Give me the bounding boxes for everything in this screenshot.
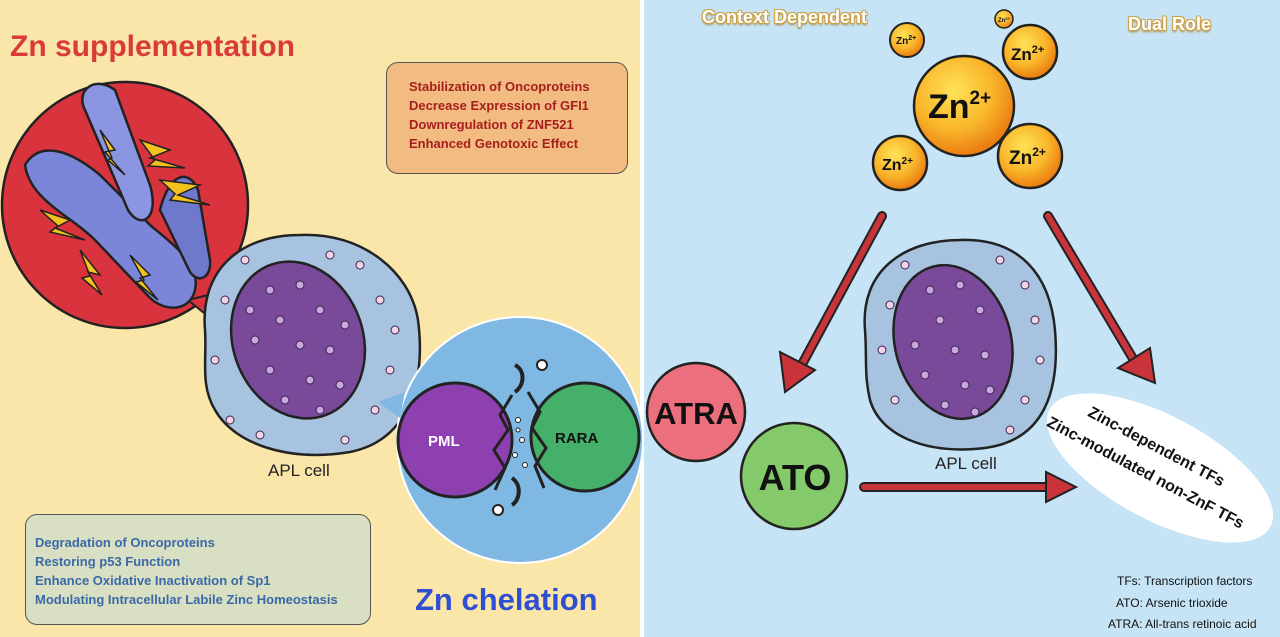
legend-ato: ATO: Arsenic trioxide [1116, 596, 1228, 610]
atra-sphere: ATRA [645, 361, 747, 463]
panel-divider [640, 0, 644, 637]
chelation-effect: Degradation of Oncoproteins [35, 535, 215, 550]
pml-label: PML [428, 433, 460, 450]
supplementation-effect: Decrease Expression of GFI1 [409, 98, 589, 113]
supplementation-effect: Stabilization of Oncoproteins [409, 79, 590, 94]
arrow-zn-to-tfs [1043, 211, 1157, 385]
title-zn-chelation: Zn chelation [415, 582, 598, 617]
chelation-effects-box: Degradation of Oncoproteins Restoring p5… [25, 514, 371, 625]
rara-label: RARA [555, 430, 598, 447]
zn-ion-right-symbol: Zn [1009, 148, 1032, 169]
svg-text:Zn2+: Zn2+ [1009, 145, 1046, 169]
supplementation-effect: Downregulation of ZNF521 [409, 117, 574, 132]
dual-role-title: Dual Role [1128, 14, 1212, 34]
arrow-zn-to-ato [778, 211, 887, 394]
legend-atra: ATRA: All-trans retinoic acid [1108, 617, 1257, 631]
zn-ion-left-charge: 2+ [902, 156, 914, 167]
title-zn-supplementation: Zn supplementation [10, 30, 295, 63]
zinc-ions-cluster: Zn2+ Zn2+ Zn2+ Zn2+ Zn2+ Zn2+ [871, 9, 1064, 192]
damaged-chromosome-illustration [0, 80, 250, 330]
zn-ion-small-symbol: Zn [896, 36, 908, 47]
apl-cell-right [863, 238, 1058, 451]
apl-cell-label-left: APL cell [268, 461, 330, 480]
pml-rara-fusion-illustration: PML RARA [378, 316, 644, 564]
svg-text:Zn2+: Zn2+ [1011, 44, 1044, 64]
chelation-effect: Restoring p53 Function [35, 554, 181, 569]
arrow-ato-to-tfs [859, 470, 1079, 504]
chelation-effect: Modulating Intracellular Labile Zinc Hom… [35, 592, 338, 607]
svg-text:Zn2+: Zn2+ [896, 35, 916, 47]
svg-text:Zn2+: Zn2+ [882, 156, 913, 174]
svg-text:Zn2+: Zn2+ [928, 88, 991, 126]
svg-text:Zn2+: Zn2+ [998, 16, 1011, 24]
zn-ion-left-symbol: Zn [882, 157, 902, 174]
chelation-effect: Enhance Oxidative Inactivation of Sp1 [35, 573, 271, 588]
zn-ion-top-symbol: Zn [1011, 45, 1032, 64]
zn-ion-tiny-charge: 2+ [1005, 16, 1010, 21]
ato-label: ATO [759, 457, 832, 498]
apl-cell-left [203, 233, 422, 456]
supplementation-effect: Enhanced Genotoxic Effect [409, 136, 579, 151]
zn-ion-large-symbol: Zn [928, 88, 970, 126]
legend-tfs: TFs: Transcription factors [1117, 574, 1253, 588]
zn-ion-tiny-symbol: Zn [998, 18, 1006, 24]
apl-cell-label-right: APL cell [935, 454, 997, 473]
context-dependent-title: Context Dependent [702, 7, 868, 27]
ato-sphere: ATO [739, 421, 849, 531]
zn-ion-top-charge: 2+ [1032, 44, 1045, 56]
zn-ion-large-charge: 2+ [970, 88, 992, 109]
zn-ion-right-charge: 2+ [1032, 145, 1046, 159]
supplementation-effects-box: Stabilization of Oncoproteins Decrease E… [386, 62, 628, 174]
zn-ion-small-charge: 2+ [908, 35, 916, 42]
atra-label: ATRA [654, 396, 738, 431]
tf-ellipse [1046, 393, 1274, 543]
